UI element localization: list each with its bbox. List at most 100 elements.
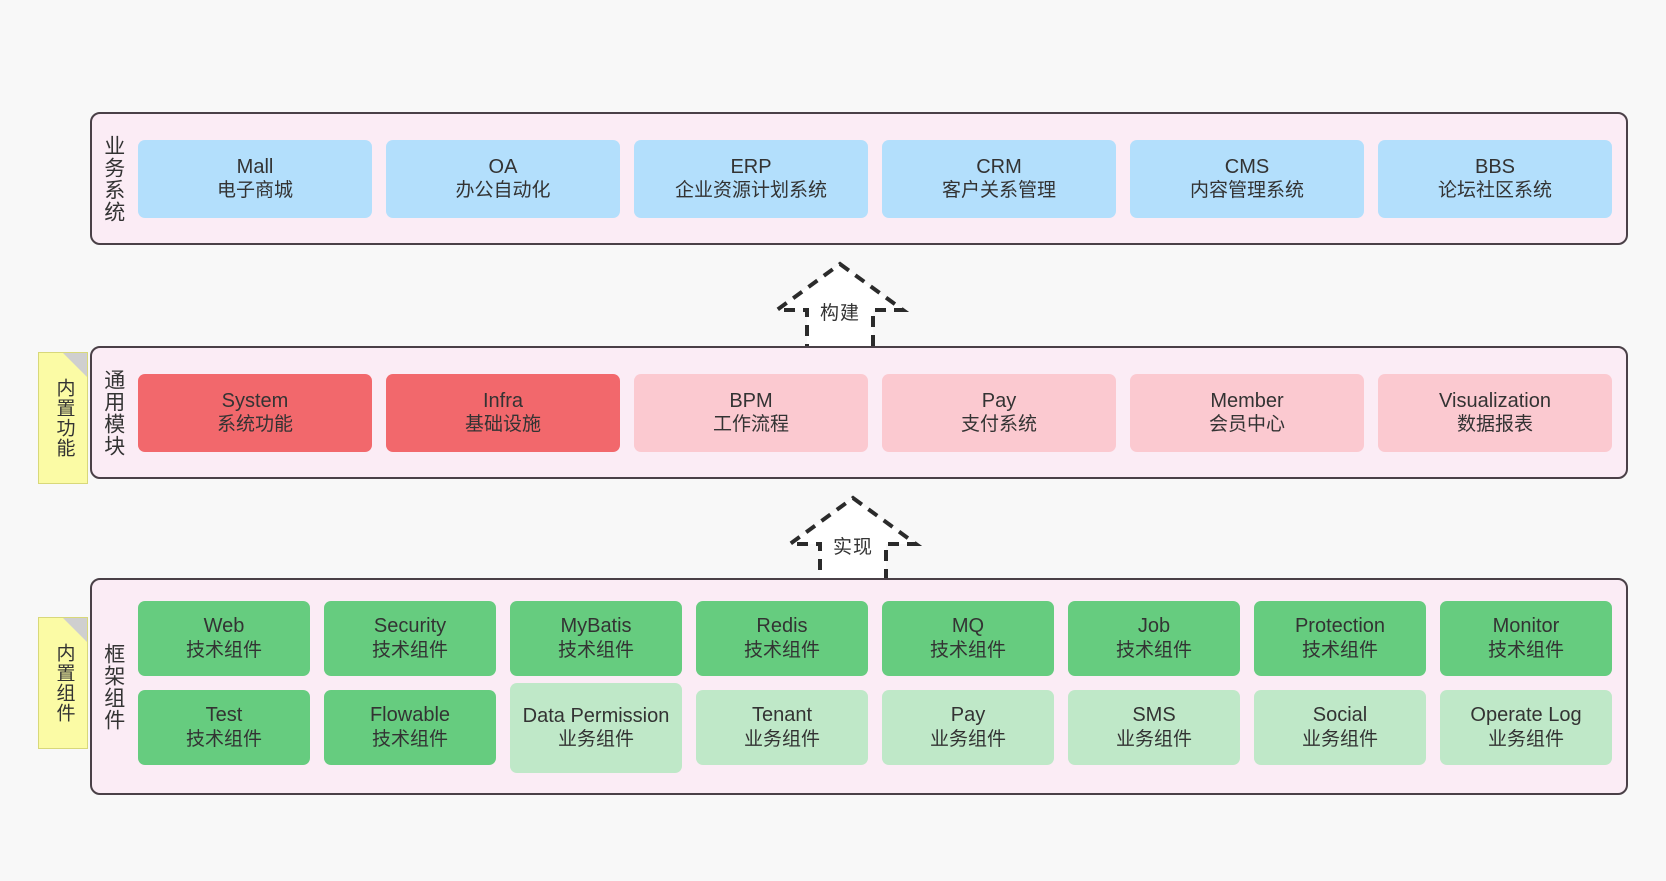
- component-card-redis[interactable]: Redis 技术组件: [696, 600, 868, 676]
- component-title: Tenant: [751, 704, 813, 727]
- layer-label-framework-components: 框架组件: [101, 642, 125, 731]
- component-subtitle: 技术组件: [371, 639, 448, 661]
- module-subtitle: 支付系统: [960, 414, 1037, 436]
- component-subtitle: 技术组件: [185, 728, 262, 750]
- component-subtitle: 业务组件: [1487, 728, 1564, 750]
- layer-row: Test 技术组件 Flowable 技术组件 Data Permission …: [138, 682, 1612, 773]
- component-title: Data Permission: [522, 704, 670, 727]
- module-card-erp[interactable]: ERP 企业资源计划系统: [634, 139, 868, 218]
- component-title: Protection: [1294, 615, 1386, 638]
- module-title: Infra: [482, 389, 524, 412]
- module-card-bpm[interactable]: BPM 工作流程: [634, 373, 868, 452]
- component-card-tenant[interactable]: Tenant 业务组件: [696, 689, 868, 765]
- module-card-visualization[interactable]: Visualization 数据报表: [1378, 373, 1612, 452]
- module-card-bbs[interactable]: BBS 论坛社区系统: [1378, 139, 1612, 218]
- connector-label-build: 构建: [819, 303, 860, 324]
- module-subtitle: 系统功能: [216, 414, 293, 436]
- component-title: SMS: [1132, 704, 1176, 727]
- component-title: Test: [205, 704, 243, 727]
- component-card-sms[interactable]: SMS 业务组件: [1068, 689, 1240, 765]
- component-card-monitor[interactable]: Monitor 技术组件: [1440, 600, 1612, 676]
- note-fold-corner-icon: [63, 353, 87, 377]
- module-subtitle: 工作流程: [712, 414, 789, 436]
- component-card-job[interactable]: Job 技术组件: [1068, 600, 1240, 676]
- module-card-oa[interactable]: OA 办公自动化: [386, 139, 620, 218]
- component-card-operate-log[interactable]: Operate Log 业务组件: [1440, 689, 1612, 765]
- module-card-member[interactable]: Member 会员中心: [1130, 373, 1364, 452]
- component-subtitle: 业务组件: [743, 728, 820, 750]
- component-card-mq[interactable]: MQ 技术组件: [882, 600, 1054, 676]
- component-title: MyBatis: [560, 615, 632, 638]
- component-subtitle: 技术组件: [557, 639, 634, 661]
- component-card-mybatis[interactable]: MyBatis 技术组件: [510, 600, 682, 676]
- module-title: ERP: [730, 155, 772, 178]
- component-card-data-permission[interactable]: Data Permission 业务组件: [510, 682, 682, 773]
- module-subtitle: 数据报表: [1456, 414, 1533, 436]
- module-title: Visualization: [1439, 389, 1551, 412]
- module-title: CRM: [976, 155, 1022, 178]
- component-subtitle: 技术组件: [185, 639, 262, 661]
- sticky-note-builtin-function: 内置功能: [38, 352, 88, 484]
- module-subtitle: 论坛社区系统: [1437, 180, 1552, 202]
- component-subtitle: 业务组件: [1301, 728, 1378, 750]
- component-title: MQ: [951, 615, 985, 638]
- sticky-note-text: 内置组件: [53, 643, 75, 723]
- layer-row: Mall 电子商城 OA 办公自动化 ERP 企业资源计划系统 CRM 客户关系…: [138, 139, 1612, 218]
- layer-common-modules: 通用模块 System 系统功能 Infra 基础设施 BPM 工作流程 Pay…: [90, 346, 1628, 479]
- module-subtitle: 办公自动化: [455, 180, 551, 202]
- component-subtitle: 业务组件: [929, 728, 1006, 750]
- layer-label-business-systems: 业务系统: [101, 134, 125, 223]
- module-title: Member: [1210, 389, 1284, 412]
- component-title: Job: [1137, 615, 1171, 638]
- layer-body-framework-components: Web 技术组件 Security 技术组件 MyBatis 技术组件 Redi…: [134, 580, 1626, 793]
- module-subtitle: 基础设施: [464, 414, 541, 436]
- module-card-system[interactable]: System 系统功能: [138, 373, 372, 452]
- component-subtitle: 业务组件: [1115, 728, 1192, 750]
- component-card-flowable[interactable]: Flowable 技术组件: [324, 689, 496, 765]
- layer-row: Web 技术组件 Security 技术组件 MyBatis 技术组件 Redi…: [138, 600, 1612, 676]
- connector-label-implement: 实现: [832, 537, 873, 558]
- module-card-pay[interactable]: Pay 支付系统: [882, 373, 1116, 452]
- module-title: CMS: [1224, 155, 1270, 178]
- module-card-cms[interactable]: CMS 内容管理系统: [1130, 139, 1364, 218]
- module-title: System: [221, 389, 289, 412]
- component-subtitle: 技术组件: [929, 639, 1006, 661]
- component-title: Monitor: [1492, 615, 1560, 638]
- component-card-protection[interactable]: Protection 技术组件: [1254, 600, 1426, 676]
- module-subtitle: 会员中心: [1208, 414, 1285, 436]
- module-card-mall[interactable]: Mall 电子商城: [138, 139, 372, 218]
- component-card-social[interactable]: Social 业务组件: [1254, 689, 1426, 765]
- component-subtitle: 技术组件: [371, 728, 448, 750]
- component-card-pay[interactable]: Pay 业务组件: [882, 689, 1054, 765]
- component-title: Redis: [756, 615, 808, 638]
- component-title: Security: [373, 615, 447, 638]
- module-card-crm[interactable]: CRM 客户关系管理: [882, 139, 1116, 218]
- module-subtitle: 内容管理系统: [1189, 180, 1304, 202]
- layer-label-common-modules: 通用模块: [101, 368, 125, 457]
- layer-business-systems: 业务系统 Mall 电子商城 OA 办公自动化 ERP 企业资源计划系统 CRM…: [90, 112, 1628, 245]
- component-card-security[interactable]: Security 技术组件: [324, 600, 496, 676]
- component-subtitle: 技术组件: [1487, 639, 1564, 661]
- component-title: Social: [1312, 704, 1368, 727]
- connector-implement: 实现: [768, 492, 938, 588]
- component-title: Pay: [950, 704, 986, 727]
- module-subtitle: 企业资源计划系统: [674, 180, 827, 202]
- component-card-web[interactable]: Web 技术组件: [138, 600, 310, 676]
- component-subtitle: 技术组件: [1115, 639, 1192, 661]
- layer-row: System 系统功能 Infra 基础设施 BPM 工作流程 Pay 支付系统…: [138, 373, 1612, 452]
- layer-body-business-systems: Mall 电子商城 OA 办公自动化 ERP 企业资源计划系统 CRM 客户关系…: [134, 114, 1626, 243]
- module-card-infra[interactable]: Infra 基础设施: [386, 373, 620, 452]
- component-title: Operate Log: [1470, 704, 1582, 727]
- sticky-note-builtin-component: 内置组件: [38, 617, 88, 749]
- component-title: Web: [203, 615, 245, 638]
- component-card-test[interactable]: Test 技术组件: [138, 689, 310, 765]
- component-subtitle: 技术组件: [743, 639, 820, 661]
- module-title: Pay: [981, 389, 1017, 412]
- module-subtitle: 电子商城: [216, 180, 293, 202]
- module-subtitle: 客户关系管理: [941, 180, 1056, 202]
- module-title: Mall: [236, 155, 274, 178]
- connector-build: 构建: [755, 258, 925, 354]
- sticky-note-text: 内置功能: [53, 378, 75, 458]
- component-title: Flowable: [369, 704, 451, 727]
